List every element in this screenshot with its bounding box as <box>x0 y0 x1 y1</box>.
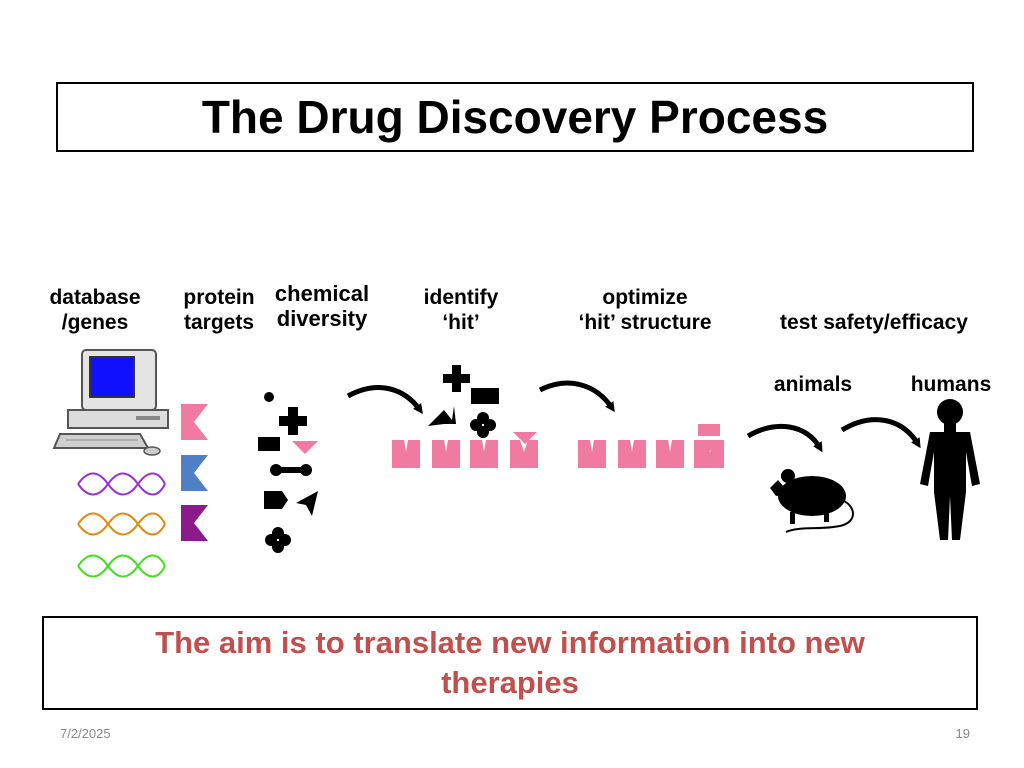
aim-statement: The aim is to translate new information … <box>155 623 865 703</box>
label-animals-text: animals <box>773 373 853 396</box>
label-protein-targets: protein targets <box>170 285 268 335</box>
protein-target-purple-icon <box>181 505 208 541</box>
identify-receptor-row <box>392 432 538 468</box>
aim-line2: therapies <box>441 665 579 700</box>
computer-icon <box>52 349 169 456</box>
label-chemical-diversity: chemical diversity <box>262 281 382 331</box>
footer-page-number: 19 <box>955 726 970 741</box>
protein-target-pink-icon <box>181 404 208 440</box>
optimize-receptor-row <box>578 424 724 468</box>
label-humans-text: humans <box>910 373 992 396</box>
label-animals: animals <box>760 372 866 397</box>
label-optimize-line2: ‘hit’ structure <box>578 311 712 334</box>
footer-date: 7/2/2025 <box>60 726 111 741</box>
label-optimize-hit-structure: optimize ‘hit’ structure <box>560 285 730 335</box>
label-humans: humans <box>896 372 1006 397</box>
aim-line1: The aim is to translate new information … <box>155 625 865 660</box>
label-database-genes: database /genes <box>40 285 150 335</box>
human-figure-icon <box>920 399 980 540</box>
arrow-to-humans-icon <box>840 417 921 449</box>
protein-target-blue-icon <box>181 455 208 491</box>
label-identify-line1: identify <box>423 286 499 309</box>
label-identify-hit: identify ‘hit’ <box>408 285 514 335</box>
label-database-line1: database <box>49 286 141 309</box>
label-chemical-line2: diversity <box>276 306 368 331</box>
label-test-safety-efficacy: test safety/efficacy <box>760 310 988 335</box>
dna-helix-green-icon <box>77 554 166 578</box>
arrow-to-optimize-icon <box>538 380 615 413</box>
label-identify-line2: ‘hit’ <box>442 311 480 334</box>
label-chemical-line1: chemical <box>274 281 370 306</box>
chemical-compound-icons <box>258 392 318 553</box>
aim-box: The aim is to translate new information … <box>42 616 978 710</box>
identify-compound-icons <box>428 365 499 438</box>
label-database-line2: /genes <box>61 311 129 334</box>
dna-helix-orange-icon <box>77 512 166 536</box>
arrow-to-animals-icon <box>746 423 823 453</box>
label-protein-line1: protein <box>183 286 255 309</box>
page-title: The Drug Discovery Process <box>201 91 829 143</box>
label-optimize-line1: optimize <box>602 286 688 309</box>
mouse-icon <box>770 469 854 533</box>
arrow-to-identify-icon <box>346 385 423 415</box>
title-box: The Drug Discovery Process <box>56 82 974 152</box>
label-protein-line2: targets <box>183 311 255 334</box>
dna-helix-purple-icon <box>77 472 166 496</box>
label-test-line1: test safety/efficacy <box>780 311 968 334</box>
